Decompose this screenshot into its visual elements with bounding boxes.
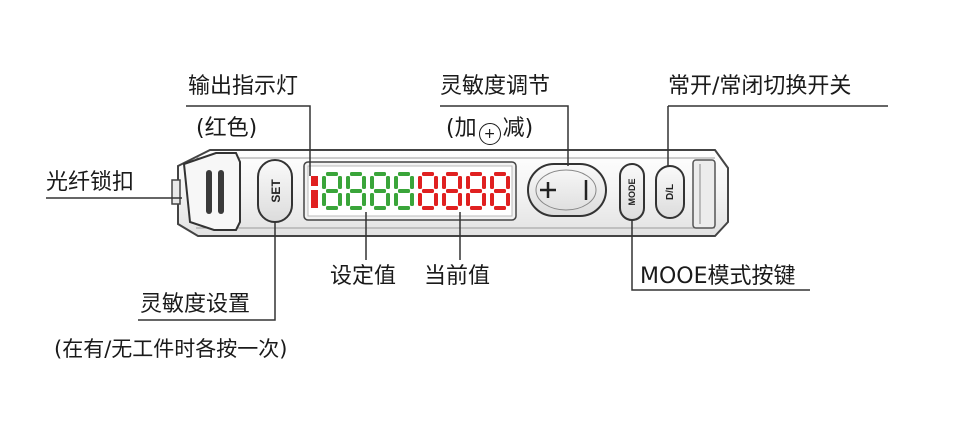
digit-segment [386,176,390,189]
digit-segment [362,193,366,206]
digit-segment [322,176,326,189]
digit-segment [338,176,342,189]
digit-segment [442,193,446,206]
current-value-label: 当前值 [424,264,491,289]
plus-button[interactable] [540,182,556,198]
digit-segment [350,206,362,210]
set-value-label: 设定值 [330,264,397,289]
digit-segment [398,206,410,210]
mode-button-caption: MOOE模式按键 [640,264,796,289]
digit-segment [422,172,434,176]
digit-segment [494,206,506,210]
display-digit [394,172,414,210]
digit-segment [374,189,386,193]
digit-segment [506,193,510,206]
sensitivity-adjust-sub: (加+−减) [446,116,533,145]
display-digit [346,172,366,210]
digit-segment [458,193,462,206]
indicator-title: 输出指示灯 [188,74,299,99]
digit-segment [506,176,510,189]
digit-segment [346,193,350,206]
set-button-label: SET [269,179,283,203]
digit-segment [350,189,362,193]
set-button[interactable]: SET [257,159,293,223]
mode-button[interactable]: MODE [619,163,645,221]
digit-segment [446,172,458,176]
display-digit [490,172,510,210]
digit-segment [362,176,366,189]
indicator-sub: (红色) [196,116,258,141]
current-value-display [418,172,510,210]
digit-segment [322,193,326,206]
digit-segment [374,172,386,176]
display-digit [322,172,342,210]
sensitivity-adjust-sub-post: 减) [502,116,534,141]
digit-segment [398,172,410,176]
digit-segment [410,176,414,189]
digit-segment [494,189,506,193]
digit-segment [326,189,338,193]
digit-segment [398,189,410,193]
digit-segment [350,172,362,176]
plus-minus-symbol-icon: +− [478,123,501,145]
digit-segment [386,193,390,206]
sensitivity-set-title: 灵敏度设置 [140,292,251,317]
digit-segment [346,176,350,189]
leader-mode [631,220,810,291]
digit-segment [458,176,462,189]
digit-segment [374,206,386,210]
display-digit [370,172,390,210]
set-value-display [322,172,414,210]
digit-segment [410,193,414,206]
switch-title: 常开/常闭切换开关 [668,74,852,99]
fiber-lock-label: 光纤锁扣 [46,170,135,195]
display-digit [418,172,438,210]
digit-segment [466,193,470,206]
display-digit [466,172,486,210]
sensitivity-rocker[interactable] [527,163,607,217]
digit-segment [490,176,494,189]
digit-segment [470,172,482,176]
digit-segment [370,193,374,206]
digit-segment [418,193,422,206]
digit-segment [470,189,482,193]
dl-button-label: D/L [665,184,676,200]
display-digit [442,172,462,210]
output-indicator-light [311,176,318,208]
digit-segment [418,176,422,189]
digit-segment [422,206,434,210]
digit-segment [494,172,506,176]
digit-segment [326,172,338,176]
sensitivity-adjust-title: 灵敏度调节 [440,74,551,99]
sensitivity-adjust-sub-pre: (加 [446,116,477,141]
plus-symbol: + [483,126,496,142]
digit-segment [434,176,438,189]
digit-segment [446,189,458,193]
digit-segment [482,193,486,206]
mode-button-label: MODE [627,179,637,206]
digit-segment [482,176,486,189]
digit-segment [394,176,398,189]
digit-segment [394,193,398,206]
leader-indicator [186,105,311,176]
leader-lines [46,105,888,321]
digit-segment [326,206,338,210]
digit-segment [446,206,458,210]
leader-sensitivity-set [138,222,276,321]
digit-segment [490,193,494,206]
leader-sensitivity-adjust [440,105,569,166]
digit-segment [442,176,446,189]
dl-switch-button[interactable]: D/L [655,165,685,219]
digit-segment [434,193,438,206]
digit-segment [338,193,342,206]
digit-segment [470,206,482,210]
digit-segment [370,176,374,189]
fiber-lock-lever[interactable] [171,152,241,231]
digit-segment [422,189,434,193]
sensitivity-set-sub: (在有/无工件时各按一次) [54,337,288,361]
digit-segment [466,176,470,189]
